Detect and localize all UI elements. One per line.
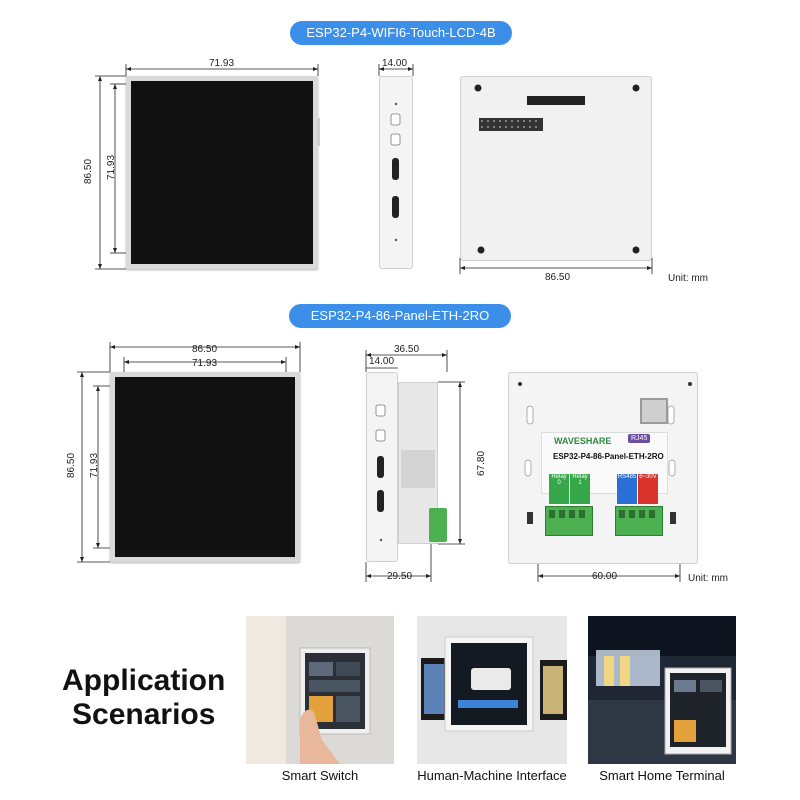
side-view-2-terminal [429, 508, 447, 542]
dim-s2-side-base: 29.50 [387, 571, 413, 582]
dim-s1-front-height-inner: 71.93 [106, 154, 118, 181]
dim-s2-side-depth-front: 14.00 [369, 356, 395, 367]
brand-logo: WAVESHARE [554, 436, 612, 446]
board-name-label: ESP32-P4-86-Panel-ETH-2RO [553, 452, 664, 461]
unit-label-1: Unit: mm [668, 273, 708, 284]
relay0-label: Relay 0 [549, 474, 569, 504]
unit-label-2: Unit: mm [688, 573, 728, 584]
dim-s1-back-width: 86.50 [545, 272, 571, 283]
front-view-screen-2 [110, 372, 300, 562]
dim-s2-side-height: 67.80 [476, 450, 488, 477]
dim-s2-front-height-inner: 71.93 [89, 452, 101, 479]
power-label: 6~30V [638, 474, 658, 504]
dim-s2-front-width-inner: 71.93 [192, 358, 218, 369]
dim-s2-back-width: 60.00 [592, 571, 618, 582]
applications-heading-line2: Scenarios [72, 698, 216, 731]
caption-smart-home-terminal: Smart Home Terminal [599, 768, 725, 783]
dim-s1-front-width: 71.93 [209, 58, 235, 69]
dim-s2-side-depth-total: 36.50 [394, 344, 420, 355]
side-button-strip-1 [317, 118, 320, 146]
relay1-label: Relay 1 [570, 474, 590, 504]
applications-heading-line1: Application [62, 664, 226, 697]
section1-title-pill: ESP32-P4-WIFI6-Touch-LCD-4B [290, 21, 512, 45]
rj45-port [640, 398, 668, 424]
back-view-1 [460, 76, 652, 261]
side-view-1 [379, 76, 413, 269]
caption-hmi: Human-Machine Interface [417, 768, 567, 783]
rs485-label: RS485 [617, 474, 637, 504]
dim-s1-side-depth: 14.00 [382, 58, 408, 69]
dim-s1-front-height-outer: 86.50 [83, 158, 95, 185]
front-view-screen-1 [126, 76, 318, 269]
dim-s2-front-height-outer: 86.50 [66, 452, 78, 479]
section2-title-pill: ESP32-P4-86-Panel-ETH-2RO [289, 304, 511, 328]
caption-smart-switch: Smart Switch [281, 768, 359, 783]
rj45-label: RJ45 [628, 434, 651, 443]
dim-s2-front-width-outer: 86.50 [192, 344, 218, 355]
